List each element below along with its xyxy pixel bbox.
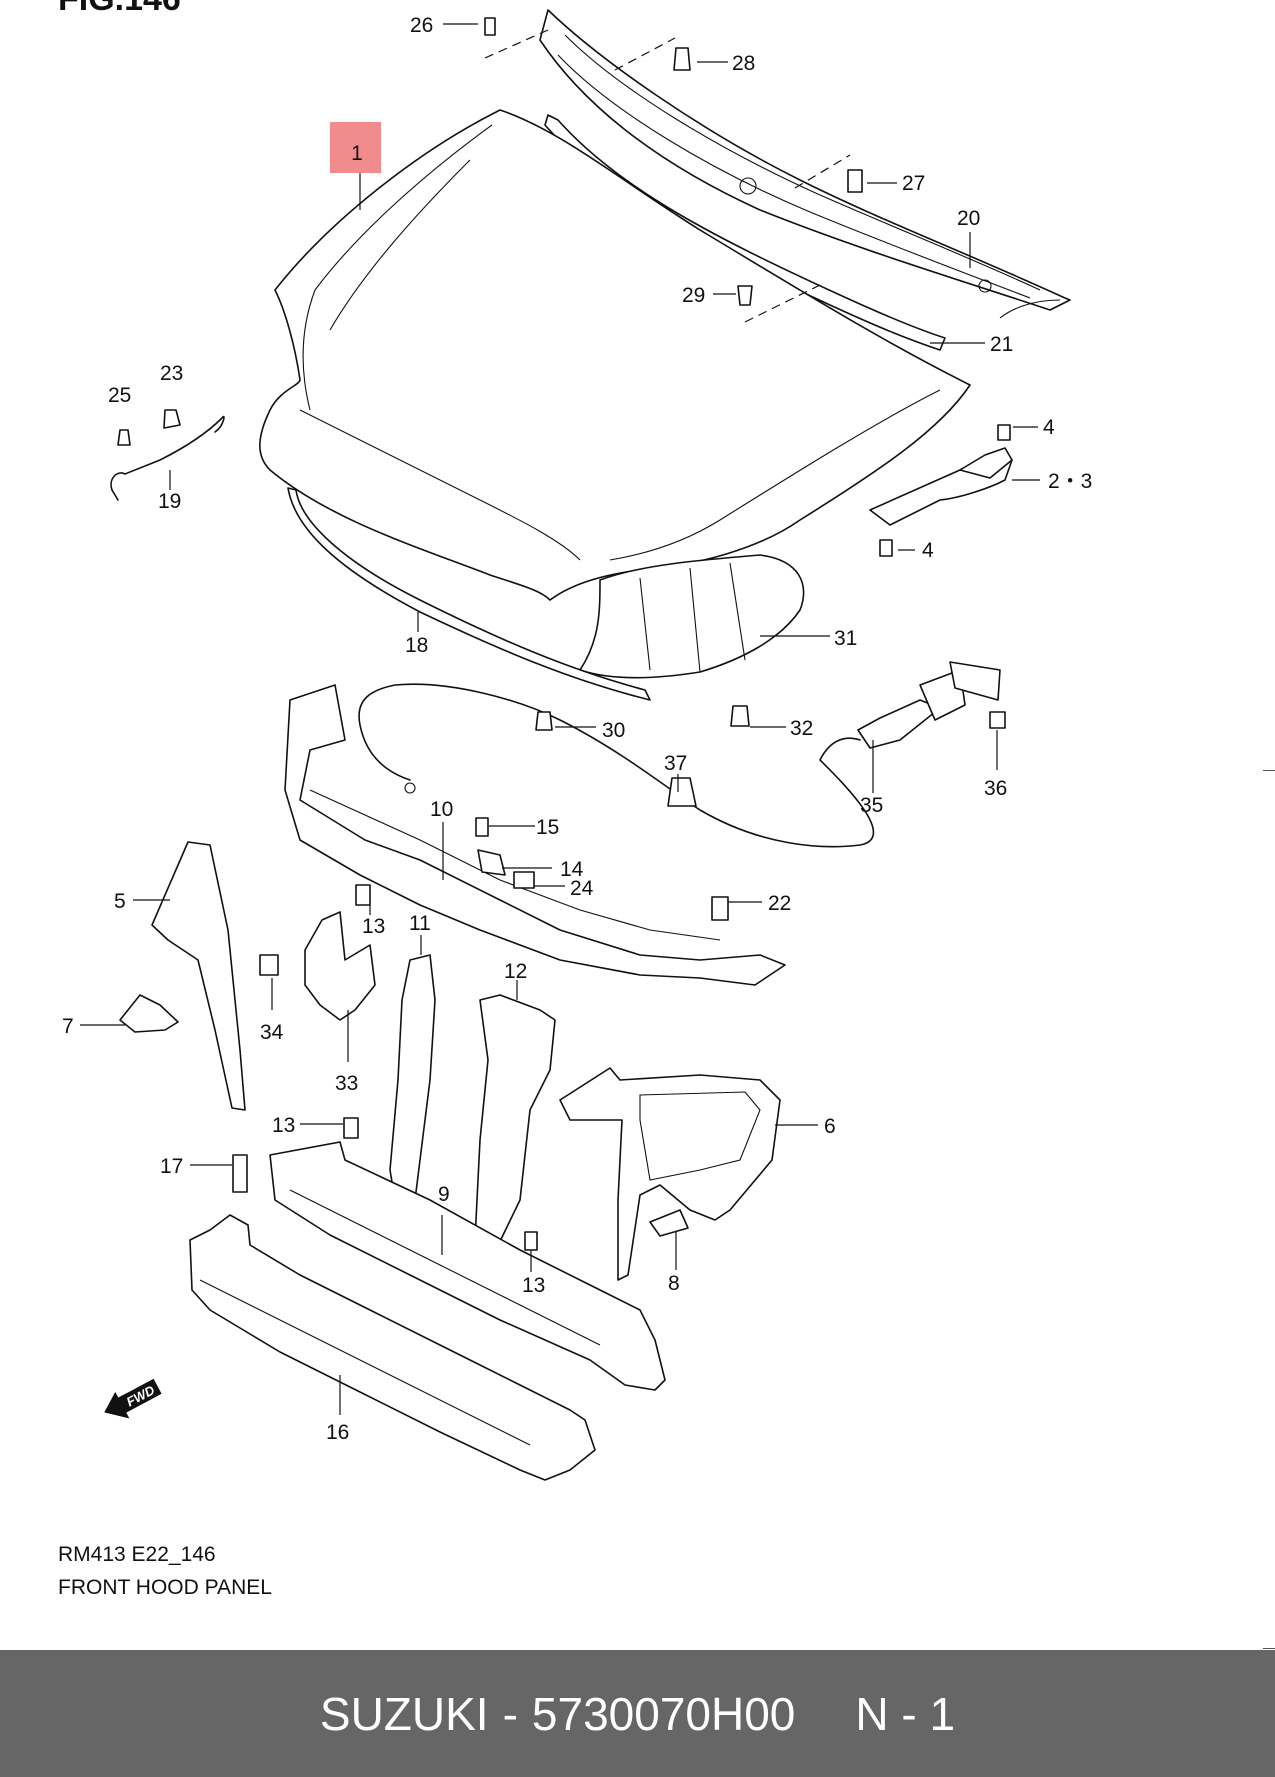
fastener-32 [730,705,750,727]
bolt-4-lower [879,539,893,557]
clip-23 [163,409,181,429]
part-lower-member-9 [269,1141,666,1391]
part-number-footer: SUZUKI - 5730070H00 N - 1 [0,1650,1275,1777]
callout-13-b: 13 [272,1114,295,1137]
callout-10: 10 [430,798,453,821]
callout-31: 31 [834,627,857,650]
part-bracket-8 [649,1209,689,1237]
part-hood-stay-rod [110,409,225,501]
callout-5: 5 [114,890,126,913]
fastener-30 [535,711,553,731]
part-bumper-reinforcement-16 [189,1214,596,1481]
callout-22: 22 [768,892,791,915]
grommet-24 [513,871,535,889]
fastener-29 [737,285,753,306]
callout-33: 33 [335,1072,358,1095]
fastener-26 [484,17,496,36]
callout-21: 21 [990,333,1013,356]
callout-32: 32 [790,717,813,740]
callout-16: 16 [326,1421,349,1444]
callout-13-c: 13 [522,1274,545,1297]
callout-30: 30 [602,719,625,742]
callout-35: 35 [860,794,883,817]
footer-position: N - 1 [855,1687,956,1740]
fwd-arrow-icon: FWD [104,1378,162,1419]
callout-20: 20 [957,207,980,230]
callout-labels: 1 2・3 4 4 5 6 7 8 9 10 11 12 13 13 13 14… [62,14,1092,1444]
callout-8: 8 [668,1272,680,1295]
callout-25: 25 [108,384,131,407]
footer-brand: SUZUKI [319,1687,489,1740]
fastener-28 [673,47,691,71]
part-side-member-6 [559,1067,781,1281]
callout-7: 7 [62,1015,74,1038]
callout-28: 28 [732,52,755,75]
part-hood-panel [259,109,971,679]
bolt-34 [259,954,279,976]
part-hood-release-cable [358,661,1006,848]
callout-24: 24 [570,877,594,900]
part-hood-lock [259,911,376,1021]
callout-23: 23 [160,362,183,385]
callout-11: 11 [409,912,431,935]
callout-13-a: 13 [362,915,385,938]
footer-separator: - [502,1687,518,1740]
grommet-22 [711,896,729,921]
part-side-member-11 [389,954,436,1201]
part-upper-member-10 [284,684,786,986]
fastener-27 [847,169,863,193]
callout-9: 9 [438,1183,450,1206]
small-fasteners [232,17,863,1251]
figure-name: FRONT HOOD PANEL [58,1576,272,1599]
clip-14 [477,849,506,876]
edge-mark-lower [1263,1648,1275,1649]
bolt-17 [232,1154,248,1193]
edge-mark-upper [1263,770,1275,771]
clip-25 [117,429,131,446]
callout-29: 29 [682,284,705,307]
callout-14: 14 [560,858,584,881]
callout-18: 18 [405,634,428,657]
leader-lines [80,23,1040,1415]
callout-26: 26 [410,14,433,37]
callout-19: 19 [158,490,181,513]
clip-37 [667,777,697,807]
assembly-dashed-lines [484,29,851,323]
callout-1: 1 [351,142,363,165]
part-side-member-7 [119,994,179,1033]
callout-15: 15 [536,816,559,839]
figure-title-partial: FIG.146 [58,0,181,19]
callout-27: 27 [902,172,925,195]
bolt-13-a [355,884,371,906]
callout-4-upper: 4 [1043,416,1055,439]
part-side-member-5 [151,841,246,1111]
bolt-15 [475,817,489,837]
part-cowl-ventilator [539,9,1071,319]
callout-2-3: 2・3 [1048,470,1092,493]
part-hood-hinge [869,424,1013,557]
exploded-parts-diagram: 1 2・3 4 4 5 6 7 8 9 10 11 12 13 13 13 14… [62,9,1092,1481]
figure-code: RM413 E22_146 [58,1543,216,1566]
callout-34: 34 [260,1021,284,1044]
part-hood-seal-18 [287,487,651,701]
callout-1-highlight [330,122,381,173]
callout-17: 17 [160,1155,183,1178]
part-side-member-12 [474,994,556,1263]
callout-37: 37 [664,752,687,775]
clip-36 [989,711,1006,729]
callout-4-lower: 4 [922,539,934,562]
footer-part-number: 5730070H00 [531,1687,796,1740]
callout-6: 6 [824,1115,836,1138]
bolt-4-upper [997,424,1011,441]
callout-12: 12 [504,960,527,983]
bolt-13-c [524,1231,538,1251]
callout-36: 36 [984,777,1007,800]
bolt-13-b [343,1117,359,1139]
